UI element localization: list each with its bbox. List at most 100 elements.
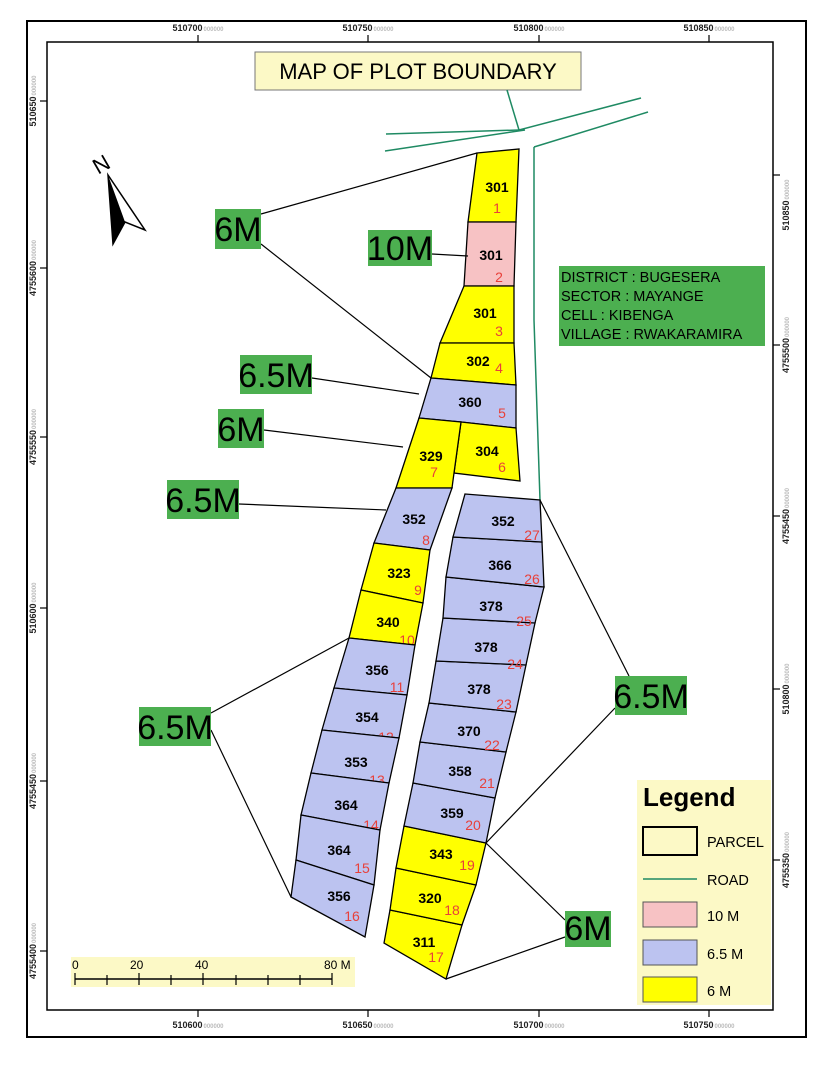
grid-label: 510700000000 [513, 1020, 565, 1030]
grid-label-main: 4755450 [28, 774, 38, 809]
grid-label-fraction: 000000 [32, 582, 38, 603]
grid-label-fraction: 000000 [785, 831, 791, 852]
road [384, 129, 526, 152]
north-arrow-fill [108, 175, 125, 244]
callout-leader-line [210, 637, 350, 714]
parcel-number: 378 [479, 598, 503, 614]
grid-label: 4755600000000 [28, 239, 38, 296]
grid-label-fraction: 000000 [32, 752, 38, 773]
grid-label-fraction: 000000 [715, 27, 736, 33]
grid-label: 510600000000 [28, 582, 38, 634]
info-sector: SECTOR : MAYANGE [561, 289, 704, 305]
grid-label-fraction: 000000 [785, 663, 791, 684]
legend-swatch-parcel [642, 826, 698, 856]
legend-title: Legend [643, 782, 735, 812]
grid-label-fraction: 000000 [785, 316, 791, 337]
parcel-number: 340 [376, 614, 400, 630]
callout-label: 6M [217, 411, 264, 449]
grid-label: 510700000000 [172, 23, 224, 33]
parcel-index: 24 [507, 656, 523, 672]
road [533, 147, 541, 501]
grid-label-main: 510850 [781, 200, 791, 230]
callout-box [139, 707, 211, 746]
callout-leader-line [485, 707, 616, 844]
parcel-number: 359 [440, 805, 464, 821]
legend-label-10m: 10 M [707, 909, 739, 925]
grid-label-main: 4755450 [781, 509, 791, 544]
grid-labels-right: 5108500000004755500000000475545000000051… [781, 179, 791, 888]
parcel-27[interactable] [452, 493, 543, 543]
grid-label-main: 4755400 [28, 944, 38, 979]
parcel-index: 20 [465, 817, 481, 833]
parcel-index: 5 [498, 405, 506, 421]
grid-label-main: 4755350 [781, 853, 791, 888]
legend-swatch-6m [642, 976, 698, 1003]
parcel-index: 3 [495, 323, 503, 339]
callout-leader-line [431, 253, 469, 257]
info-cell: CELL : KIBENGA [561, 308, 674, 324]
grid-label: 510750000000 [342, 23, 394, 33]
parcel-index: 22 [484, 737, 500, 753]
parcel-index: 7 [430, 464, 438, 480]
grid-label-fraction: 000000 [545, 27, 566, 33]
grid-label-main: 4755600 [28, 261, 38, 296]
parcel-number: 320 [418, 890, 442, 906]
parcel-index: 18 [444, 902, 460, 918]
legend: Legend PARCEL ROAD 10 M 6.5 M 6 M [637, 780, 771, 1005]
callout-box [215, 209, 261, 249]
grid-label-main: 510650 [342, 1020, 372, 1030]
parcel-index: 23 [496, 696, 512, 712]
callout-leader-line [210, 729, 292, 898]
parcel-number: 360 [458, 394, 482, 410]
parcel-number: 366 [488, 557, 512, 573]
grid-label: 4755550000000 [28, 408, 38, 465]
road [533, 111, 649, 148]
scale-bar-ticks [74, 973, 333, 985]
parcel-index: 2 [495, 269, 503, 285]
location-info-box [559, 266, 765, 346]
parcel-index: 21 [479, 775, 495, 791]
grid-label-fraction: 000000 [785, 179, 791, 200]
grid-label: 510600000000 [172, 1020, 224, 1030]
grid-label-fraction: 000000 [374, 1024, 395, 1030]
scale-label-0: 0 [72, 958, 79, 972]
legend-box [637, 780, 771, 1005]
parcel-16[interactable] [290, 859, 375, 939]
callout-box [615, 676, 687, 715]
parcel-number: 364 [327, 842, 351, 858]
grid-label-fraction: 000000 [545, 1024, 566, 1030]
parcel-index: 26 [524, 571, 540, 587]
grid-label-main: 510750 [342, 23, 372, 33]
parcel-number: 304 [475, 443, 499, 459]
callout-leader-line [445, 936, 566, 980]
parcel-index: 8 [422, 532, 430, 548]
info-village: VILLAGE : RWAKARAMIRA [561, 327, 743, 343]
grid-label-main: 510850 [683, 23, 713, 33]
grid-label-main: 510800 [513, 23, 543, 33]
parcel-index: 9 [414, 582, 422, 598]
grid-label: 510650000000 [28, 75, 38, 127]
info-district: DISTRICT : BUGESERA [561, 270, 721, 286]
grid-tick-marks [40, 35, 780, 1017]
parcel-number: 352 [402, 511, 426, 527]
grid-label: 510800000000 [513, 23, 565, 33]
legend-label-road: ROAD [707, 873, 749, 889]
callout-label: 10M [367, 230, 433, 268]
scale-bar-bg [71, 957, 355, 987]
parcel-number: 352 [491, 513, 515, 529]
scale-label-40: 40 [195, 958, 209, 972]
roads [384, 89, 649, 501]
grid-label-main: 510700 [513, 1020, 543, 1030]
callout-label: 6.5M [613, 678, 689, 716]
callout-leader-line [311, 377, 420, 395]
callout-label: 6.5M [165, 482, 241, 520]
parcel-number: 329 [419, 448, 443, 464]
grid-label-main: 510650 [28, 96, 38, 126]
parcel-7[interactable] [395, 417, 462, 489]
road [518, 97, 642, 131]
legend-swatch-10m [642, 901, 698, 928]
parcel-number: 370 [457, 723, 481, 739]
parcel-number: 311 [413, 934, 436, 950]
